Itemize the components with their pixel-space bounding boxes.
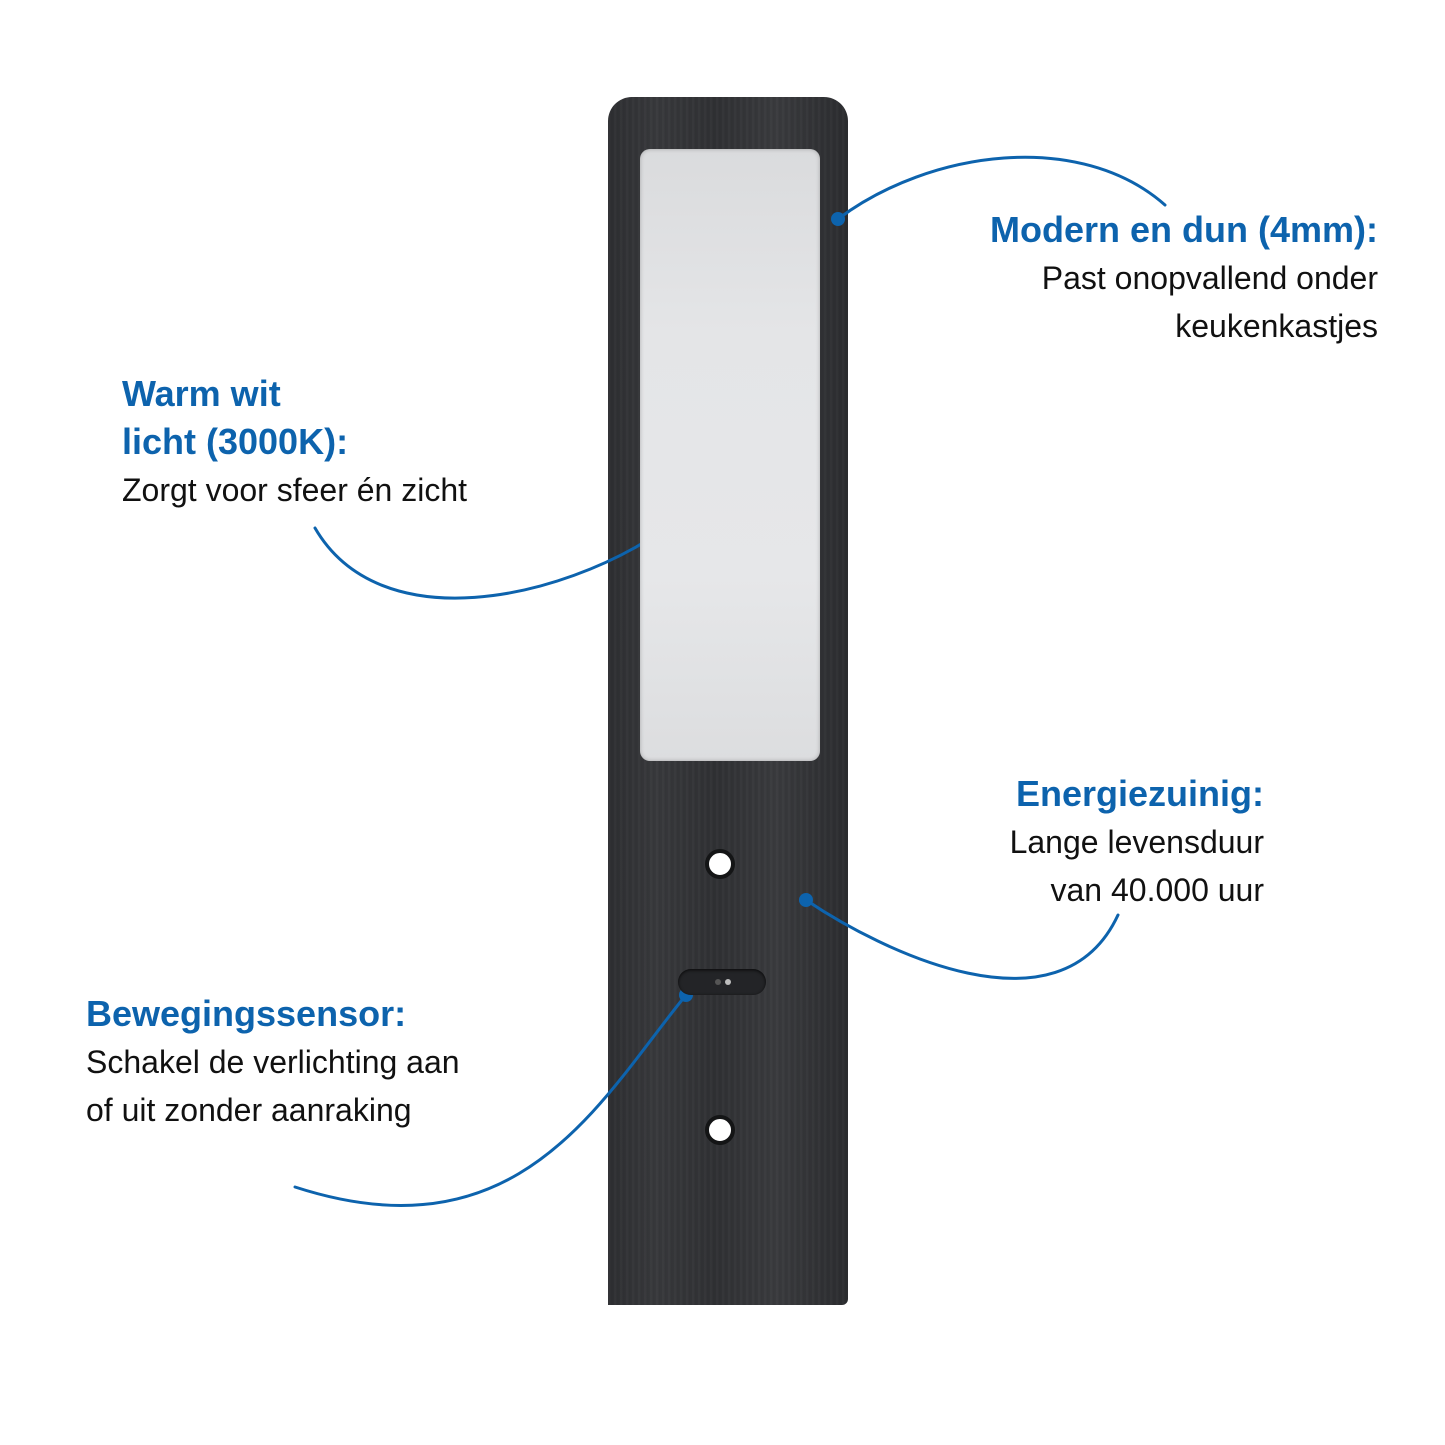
callout-description-line: keukenkastjes — [1175, 308, 1378, 344]
mounting-hole-top-icon — [705, 849, 735, 879]
callout-description-line: van 40.000 uur — [1050, 872, 1265, 908]
callout-description-line: Past onopvallend onder — [1041, 260, 1378, 296]
callout-description-line: Schakel de verlichting aan — [86, 1044, 460, 1080]
callout-motion-sensor: Bewegingssensor: Schakel de verlichting … — [86, 990, 460, 1134]
sensor-led-icon — [725, 979, 731, 985]
callout-title: Energiezuinig: — [1015, 773, 1264, 814]
led-fixture — [608, 97, 848, 1305]
callout-warm-white-light: Warm wit licht (3000K): Zorgt voor sfeer… — [122, 370, 467, 514]
callout-energy-efficient: Energiezuinig: Lange levensduur van 40.0… — [1010, 770, 1264, 914]
mounting-hole-bottom-icon — [705, 1115, 735, 1145]
callout-title-line: Warm wit — [122, 373, 281, 414]
callout-modern-thin: Modern en dun (4mm): Past onopvallend on… — [990, 206, 1378, 350]
callout-title-line: licht (3000K): — [122, 421, 349, 462]
motion-sensor-icon — [678, 969, 766, 995]
callout-description-line: of uit zonder aanraking — [86, 1092, 412, 1128]
callout-description-line: Lange levensduur — [1009, 824, 1264, 860]
callout-title: Modern en dun (4mm): — [990, 209, 1378, 250]
light-diffuser-panel — [640, 149, 820, 761]
callout-title: Bewegingssensor: — [86, 993, 407, 1034]
sensor-lens-icon — [715, 979, 721, 985]
callout-description-line: Zorgt voor sfeer én zicht — [122, 472, 468, 508]
